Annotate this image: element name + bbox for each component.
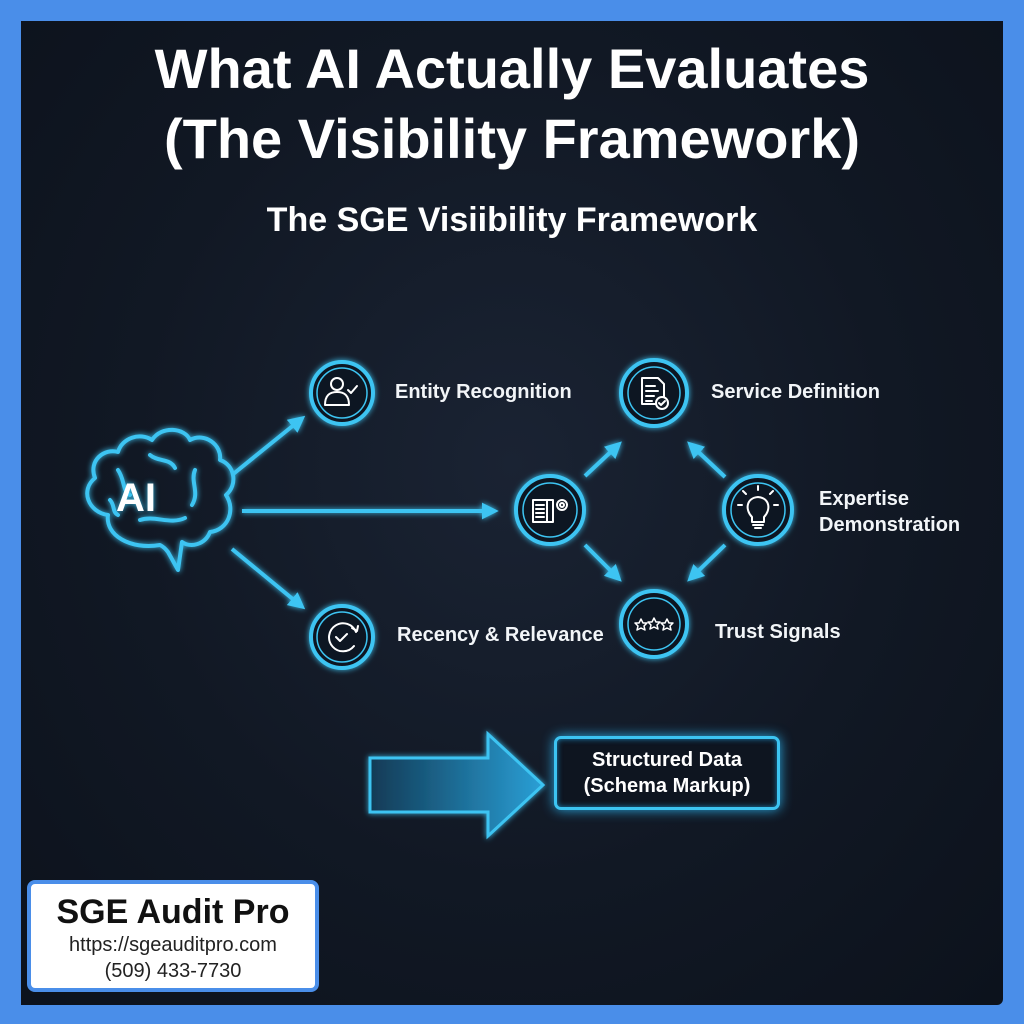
edge-ai-entity [230, 415, 306, 477]
label-entity-recognition: Entity Recognition [395, 381, 572, 403]
page-title-line1: What AI Actually Evaluates [154, 37, 870, 100]
brand-card: SGE Audit Pro https://sgeauditpro.com (5… [27, 880, 319, 992]
brand-url[interactable]: https://sgeauditpro.com [69, 934, 277, 956]
page-subtitle: The SGE Visiibility Framework [266, 201, 758, 239]
node-hub-ring [514, 474, 586, 546]
structured-data-box: Structured Data (Schema Markup) [554, 736, 780, 810]
book-gear-icon [532, 499, 568, 523]
label-recency-relevance: Recency & Relevance [397, 624, 604, 646]
brain-icon [85, 427, 236, 572]
page-title-line2: (The Visibility Framework) [163, 107, 861, 170]
structured-data-line1: Structured Data [591, 749, 743, 771]
edge-hub-trust [583, 543, 622, 582]
label-expertise-line1: Expertise [819, 488, 910, 510]
label-service-definition: Service Definition [711, 381, 880, 403]
edge-expertise-service [687, 441, 727, 479]
edge-expertise-trust [687, 543, 727, 582]
lightbulb-icon [737, 485, 779, 529]
node-trust-ring [619, 589, 689, 659]
node-service-ring [619, 358, 689, 428]
ai-label: AI [116, 476, 156, 520]
brand-phone: (509) 433-7730 [104, 960, 242, 982]
edge-ai-recency [230, 547, 306, 610]
document-check-icon [641, 377, 669, 410]
label-expertise-line2: Demonstration [819, 514, 961, 536]
three-stars-icon [634, 617, 674, 631]
label-trust-signals: Trust Signals [715, 621, 841, 643]
node-recency-ring [309, 604, 375, 670]
node-expertise-ring [722, 474, 794, 546]
output-arrow [368, 730, 546, 840]
user-check-icon [324, 377, 358, 406]
structured-data-line2: (Schema Markup) [583, 775, 751, 797]
edge-hub-service [583, 441, 622, 478]
clock-refresh-icon [328, 622, 359, 653]
brand-name: SGE Audit Pro [56, 893, 290, 931]
dark-panel [21, 21, 1003, 1005]
